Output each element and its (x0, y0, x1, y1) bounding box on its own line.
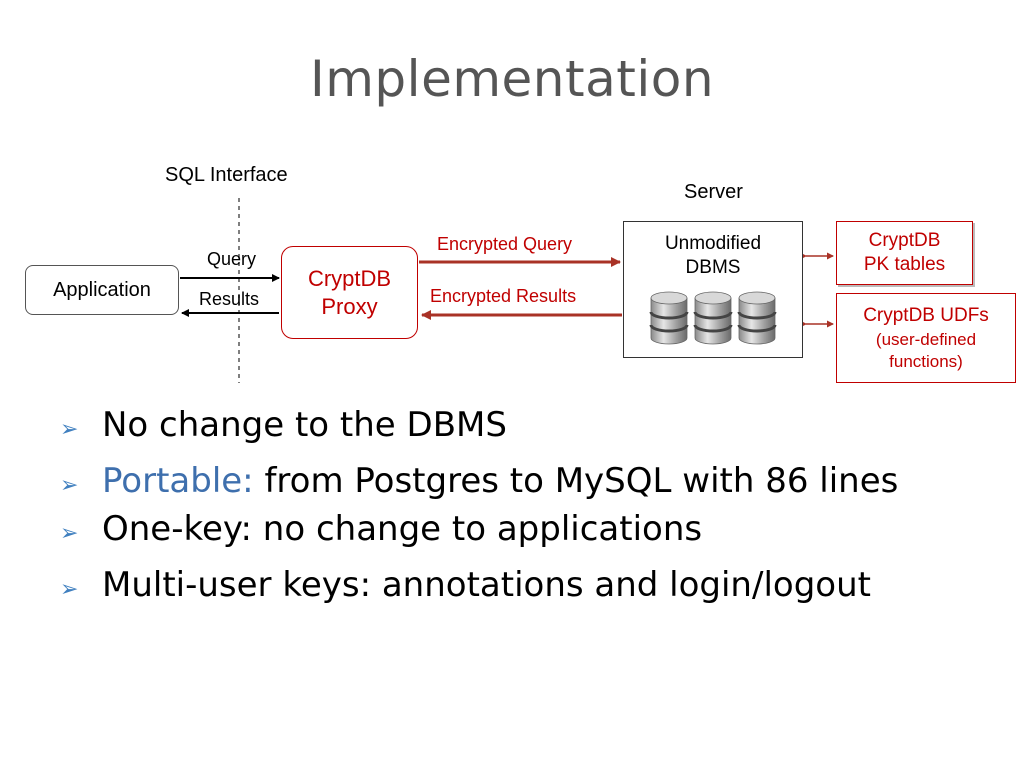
query-label: Query (207, 249, 257, 269)
bullet-arrow-icon: ➢ (60, 521, 79, 546)
dbms-label-line1: Unmodified (664, 233, 762, 254)
bullet-item: ➢ Multi-user keys: annotations and login… (60, 565, 898, 605)
bullet-highlight: Portable: (102, 461, 254, 501)
udfs-box: CryptDB UDFs (user-defined functions) (836, 293, 1016, 383)
database-icons (649, 291, 777, 345)
dbms-label-line2: DBMS (685, 257, 741, 278)
dbms-label: Unmodified DBMS (624, 232, 802, 280)
bullet-item: ➢ No change to the DBMS (60, 405, 898, 445)
bullet-arrow-icon: ➢ (60, 577, 79, 602)
cryptdb-proxy-box: CryptDB Proxy (281, 246, 418, 339)
encrypted-results-label: Encrypted Results (430, 286, 577, 306)
udfs-line3: functions) (889, 352, 963, 371)
pk-tables-line1: CryptDB (868, 230, 941, 251)
database-icon (737, 291, 777, 345)
bullet-list: ➢ No change to the DBMS ➢ Portable: from… (60, 405, 898, 605)
server-label: Server (684, 181, 743, 203)
bullet-text: No change to the DBMS (102, 405, 507, 445)
udfs-line1: CryptDB UDFs (863, 305, 989, 326)
bullet-arrow-icon: ➢ (60, 417, 79, 442)
bullet-item: ➢ One-key: no change to applications (60, 509, 898, 549)
sql-interface-label: SQL Interface (165, 164, 288, 186)
slide-title: Implementation (309, 50, 715, 108)
bullet-text: One-key: no change to applications (102, 509, 703, 549)
application-box: Application (25, 265, 179, 315)
dbms-box: Unmodified DBMS (623, 221, 803, 358)
encrypted-query-label: Encrypted Query (437, 234, 573, 254)
database-icon (649, 291, 689, 345)
udfs-line2: (user-defined (875, 330, 977, 349)
bullet-text: Multi-user keys: annotations and login/l… (102, 565, 871, 605)
bullet-text: from Postgres to MySQL with 86 lines (253, 461, 899, 501)
proxy-label-line1: CryptDB (307, 265, 392, 291)
results-label: Results (199, 289, 260, 309)
application-label: Application (53, 278, 151, 301)
bullet-item: ➢ Portable: from Postgres to MySQL with … (60, 461, 898, 501)
pk-tables-line2: PK tables (863, 254, 946, 275)
pk-tables-box: CryptDB PK tables (836, 221, 973, 285)
proxy-label-line2: Proxy (321, 293, 378, 319)
database-icon (693, 291, 733, 345)
bullet-arrow-icon: ➢ (60, 473, 79, 498)
